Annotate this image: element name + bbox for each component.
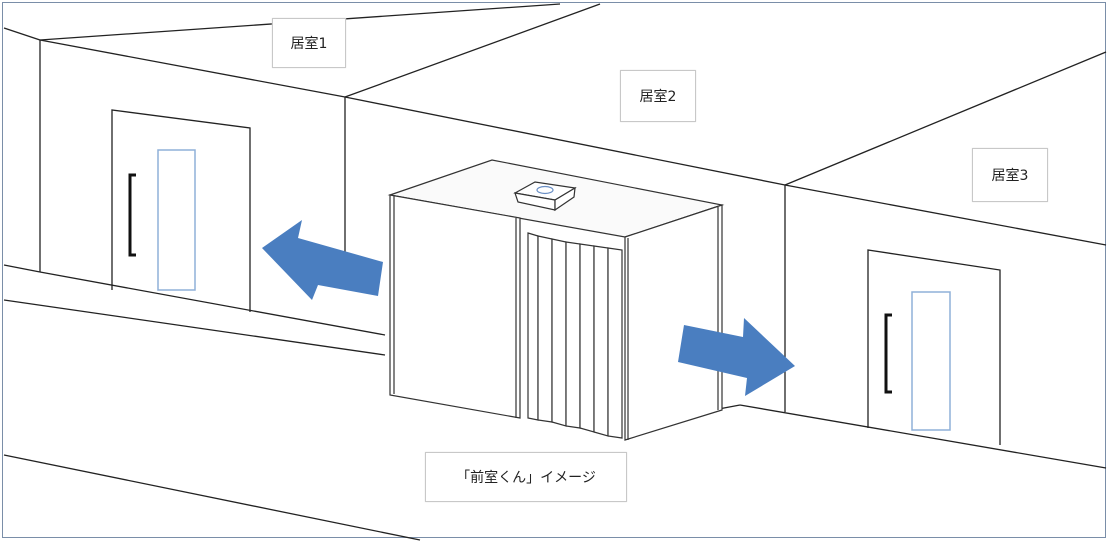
room1-door[interactable] [111,109,251,312]
ceiling-fan-unit [513,181,577,212]
airflow-arrow-left [262,220,383,300]
room1-label: 居室1 [272,18,346,68]
accordion-curtain [527,232,623,439]
door-glass [911,291,951,431]
room3-label: 居室3 [972,148,1048,202]
door-glass [157,149,196,291]
door-handle-icon [128,173,136,257]
walls [3,3,1107,541]
anteroom-booth [387,159,725,441]
room2-label: 居室2 [620,70,696,122]
room3-door[interactable] [867,249,1001,445]
anteroom-caption: 「前室くん」イメージ [425,452,627,502]
door-handle-icon [884,313,892,394]
airflow-arrow-right [678,318,795,396]
